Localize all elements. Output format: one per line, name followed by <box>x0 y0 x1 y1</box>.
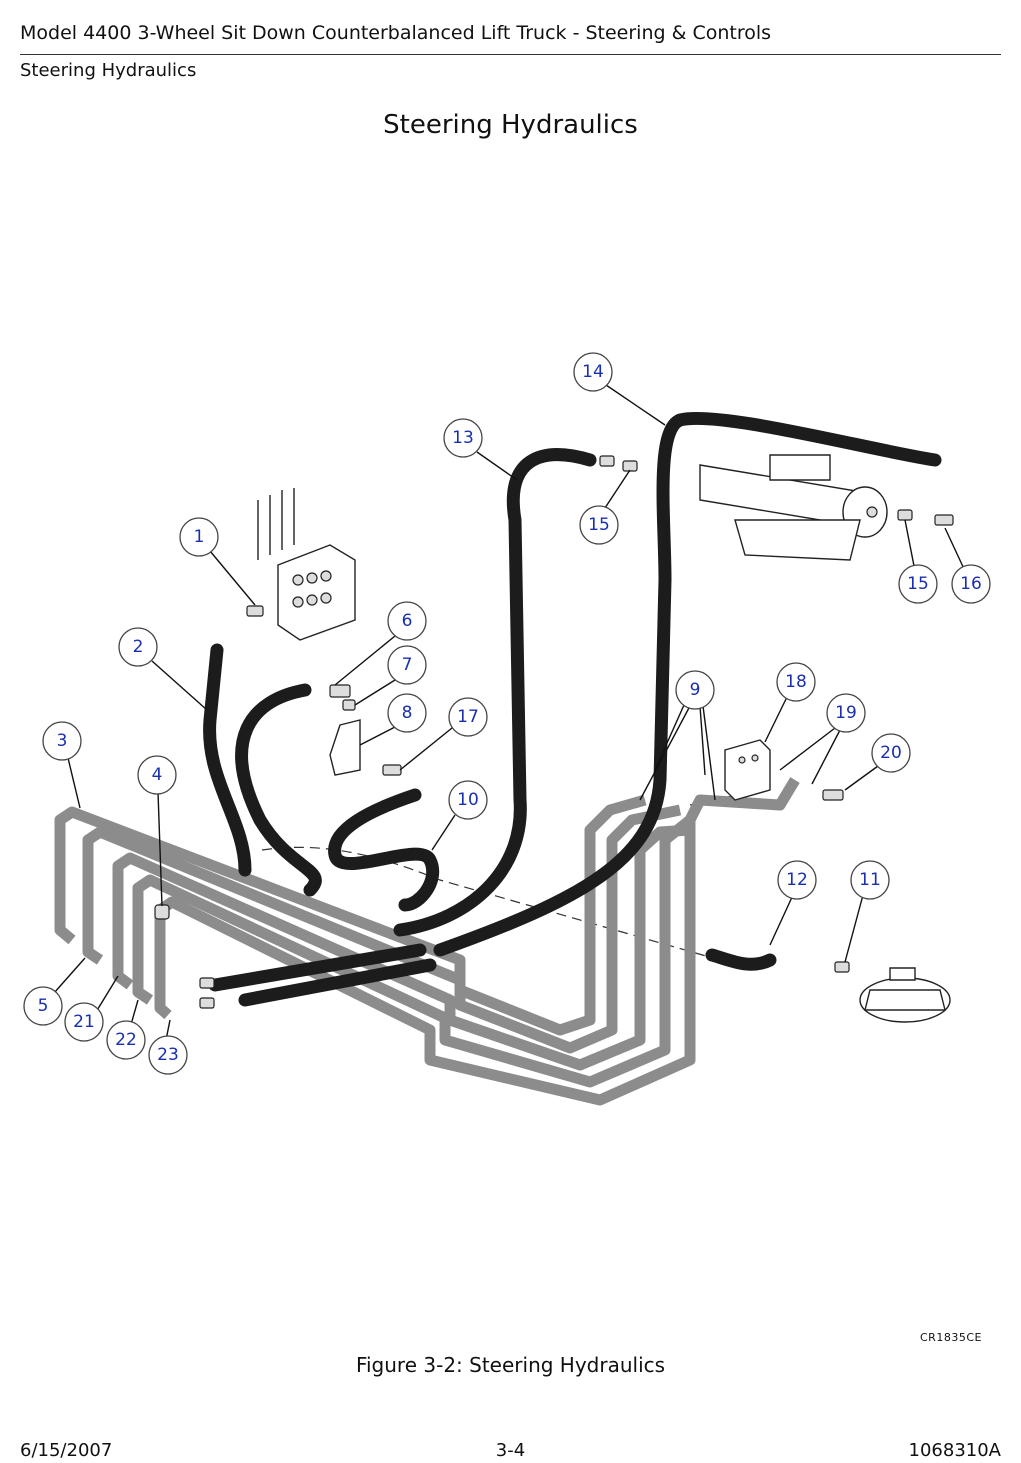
callout-10: 10 <box>448 780 488 820</box>
svg-text:18: 18 <box>785 672 807 692</box>
tube-bundle <box>54 777 800 1106</box>
svg-text:21: 21 <box>73 1012 95 1032</box>
callout-17: 17 <box>448 697 488 737</box>
svg-text:17: 17 <box>457 707 479 727</box>
callout-22: 22 <box>106 1020 146 1060</box>
svg-text:23: 23 <box>157 1045 179 1065</box>
callout-4: 4 <box>137 755 177 795</box>
section-name: Steering Hydraulics <box>20 60 197 81</box>
callout-8: 8 <box>387 693 427 733</box>
callout-23: 23 <box>148 1035 188 1075</box>
callout-6: 6 <box>387 601 427 641</box>
callout-9: 9 <box>675 670 715 710</box>
callout-2: 2 <box>118 627 158 667</box>
callout-7: 7 <box>387 645 427 685</box>
callout-15: 15 <box>579 505 619 545</box>
svg-text:1: 1 <box>194 527 205 547</box>
flow-block <box>724 739 771 801</box>
svg-text:6: 6 <box>402 611 413 631</box>
callout-13: 13 <box>443 418 483 458</box>
svg-text:22: 22 <box>115 1030 137 1050</box>
callout-20: 20 <box>871 733 911 773</box>
svg-text:5: 5 <box>38 996 49 1016</box>
callout-11: 11 <box>850 860 890 900</box>
footer-doc-number: 1068310A <box>908 1440 1001 1461</box>
svg-text:11: 11 <box>859 870 881 890</box>
svg-text:20: 20 <box>880 743 902 763</box>
callout-1: 1 <box>179 517 219 557</box>
header-rule <box>20 54 1001 55</box>
callout-15b: 15 <box>898 564 938 604</box>
svg-text:3: 3 <box>57 731 68 751</box>
svg-text:4: 4 <box>152 765 163 785</box>
figure-caption: Figure 3-2: Steering Hydraulics <box>355 1353 666 1377</box>
callout-16: 16 <box>951 564 991 604</box>
footer-date: 6/15/2007 <box>20 1440 113 1461</box>
svg-text:10: 10 <box>457 790 479 810</box>
leader-lines <box>53 384 966 1041</box>
svg-text:14: 14 <box>582 362 604 382</box>
fittings <box>154 455 954 1009</box>
steering-pump <box>859 967 951 1023</box>
hose-group <box>203 411 942 1007</box>
callout-14: 14 <box>573 352 613 392</box>
control-valve <box>257 488 356 641</box>
svg-text:8: 8 <box>402 703 413 723</box>
svg-text:15: 15 <box>588 515 610 535</box>
svg-text:13: 13 <box>452 428 474 448</box>
callout-12: 12 <box>777 860 817 900</box>
svg-text:19: 19 <box>835 703 857 723</box>
svg-text:7: 7 <box>402 655 413 675</box>
callout-18: 18 <box>776 662 816 702</box>
callout-3: 3 <box>42 721 82 761</box>
steering-cylinder <box>699 454 888 561</box>
footer-page-number: 3-4 <box>495 1440 526 1461</box>
svg-text:16: 16 <box>960 574 982 594</box>
drawing-id: CR1835CE <box>920 1331 982 1344</box>
svg-text:15: 15 <box>907 574 929 594</box>
document-title: Model 4400 3-Wheel Sit Down Counterbalan… <box>20 22 772 44</box>
page-heading: Steering Hydraulics <box>383 110 638 140</box>
svg-text:12: 12 <box>786 870 808 890</box>
callout-5: 5 <box>23 986 63 1026</box>
callout-19: 19 <box>826 693 866 733</box>
callout-21: 21 <box>64 1002 104 1042</box>
reference-dashed-line <box>261 846 721 961</box>
svg-text:2: 2 <box>133 637 144 657</box>
svg-text:9: 9 <box>690 680 701 700</box>
